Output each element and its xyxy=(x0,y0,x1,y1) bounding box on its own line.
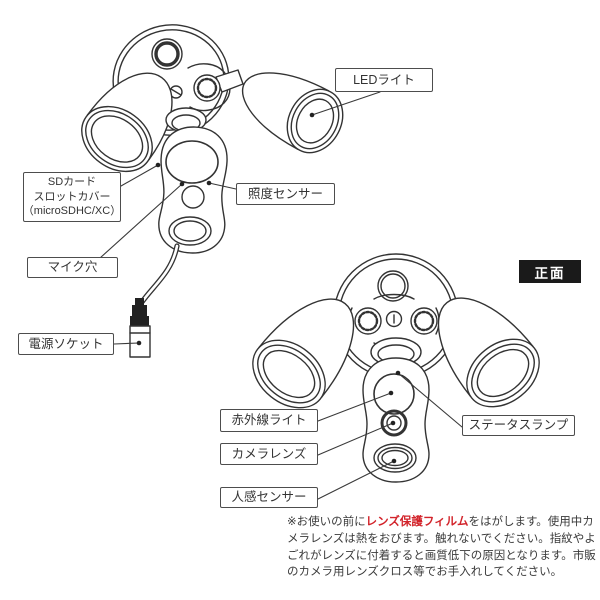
label-motion-sensor-text: 人感センサー xyxy=(231,490,307,504)
usage-note: ※お使いの前にレンズ保護フィルムをはがします。使用中カメラレンズは熱をおびます。… xyxy=(287,514,600,581)
label-status-lamp-text: ステータスランプ xyxy=(468,418,569,432)
sensor-window xyxy=(181,185,205,209)
label-sd-card-slot-cover: SDカード スロットカバー （microSDHC/XC） xyxy=(23,172,121,222)
led-light-front-right xyxy=(437,297,540,408)
power-connector xyxy=(129,298,151,358)
label-power-socket-text: 電源ソケット xyxy=(28,336,104,351)
label-mic-hole: マイク穴 xyxy=(27,257,118,278)
label-led-light: LEDライト xyxy=(335,68,433,92)
label-sd-card-line1: SDカード xyxy=(47,175,97,188)
label-status-lamp: ステータスランプ xyxy=(462,415,575,436)
label-sd-card-line3: （microSDHC/XC） xyxy=(22,205,122,218)
bottom-window xyxy=(168,216,212,246)
usage-note-highlight: レンズ保護フィルム xyxy=(365,516,469,528)
label-infrared-light: 赤外線ライト xyxy=(220,409,318,432)
label-mic-hole-text: マイク穴 xyxy=(47,260,98,274)
label-motion-sensor: 人感センサー xyxy=(220,487,318,508)
camera-unit-bottom-view xyxy=(158,126,228,254)
led-light-right xyxy=(242,72,344,154)
label-power-socket: 電源ソケット xyxy=(18,333,114,355)
led-light-front-left xyxy=(252,298,355,409)
camera-lens-ring xyxy=(380,409,408,437)
label-sd-card-line2: スロットカバー xyxy=(33,190,111,203)
label-camera-lens: カメラレンズ xyxy=(220,443,318,465)
camera-unit-front-view xyxy=(362,357,430,483)
label-illuminance-sensor-text: 照度センサー xyxy=(247,186,323,201)
front-badge-text: 正面 xyxy=(534,265,566,281)
label-illuminance-sensor: 照度センサー xyxy=(236,183,335,205)
lens-window xyxy=(165,140,219,184)
leader-lines xyxy=(99,91,463,500)
mount-hole-front xyxy=(377,270,409,302)
infrared-light-window xyxy=(373,373,415,415)
label-led-light-text: LEDライト xyxy=(353,72,415,87)
leader-dots xyxy=(136,112,401,464)
label-camera-lens-text: カメラレンズ xyxy=(231,446,307,461)
motion-sensor-window xyxy=(373,443,417,473)
bottom-view-device xyxy=(81,24,344,358)
label-infrared-light-text: 赤外線ライト xyxy=(231,413,307,427)
front-view-device xyxy=(252,253,540,483)
led-light-left xyxy=(81,72,173,173)
usage-note-prefix: ※お使いの前に xyxy=(287,516,366,528)
usage-note-suffix: をはがします。使用中カメラレンズは熱をおびます。触れないでください。指紋やよごれ… xyxy=(287,516,596,579)
mount-hole xyxy=(151,38,183,70)
front-badge: 正面 xyxy=(519,260,581,283)
